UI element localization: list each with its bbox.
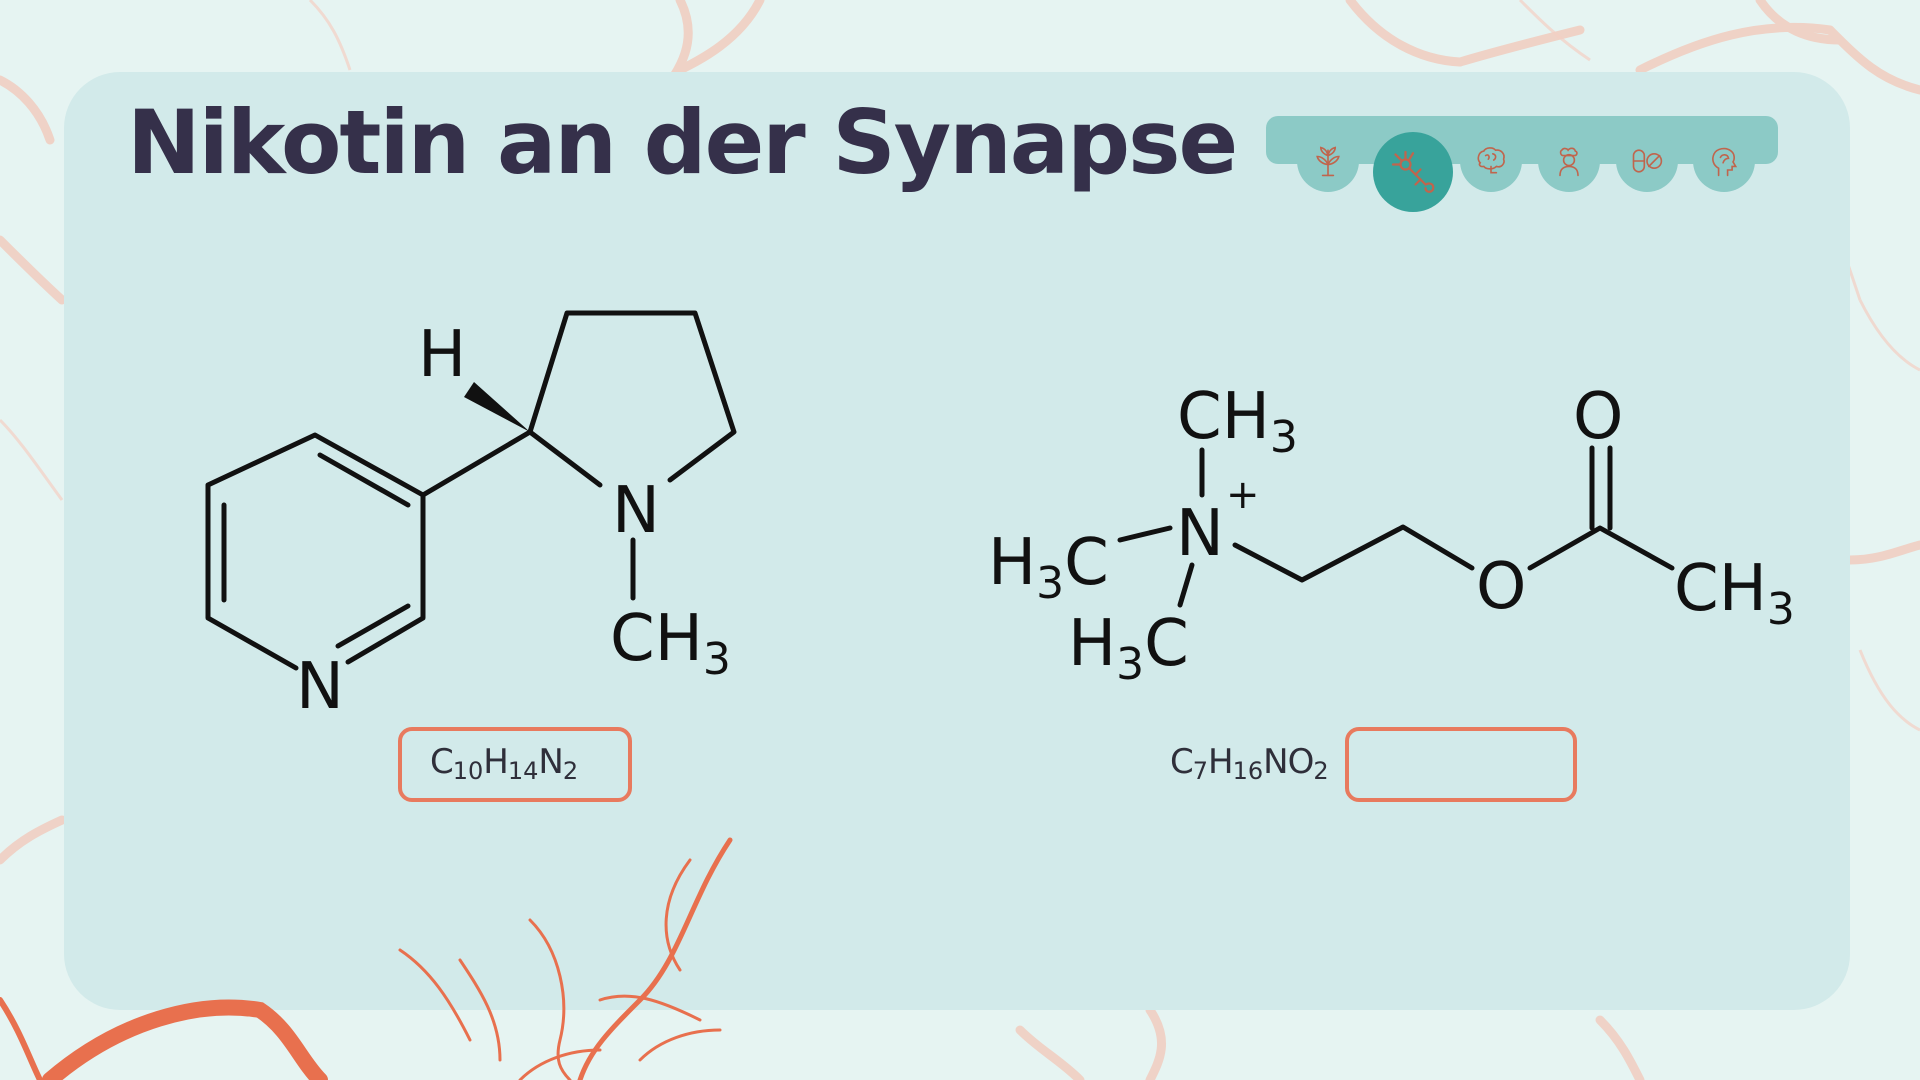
neuron-decoration bbox=[0, 837, 733, 1080]
nav-neuron-button[interactable] bbox=[1373, 132, 1453, 212]
hydrogen-label: H bbox=[418, 318, 466, 392]
nav-plant-button[interactable] bbox=[1297, 130, 1359, 192]
slide-title: Nikotin an der Synapse bbox=[127, 91, 1238, 194]
quaternary-nitrogen-label: N bbox=[1176, 497, 1224, 571]
ester-oxygen-label: O bbox=[1476, 550, 1526, 624]
carbonyl-oxygen-label: O bbox=[1573, 380, 1623, 454]
nicotine-formula-box bbox=[398, 727, 632, 802]
neuron-icon bbox=[1391, 150, 1435, 193]
top-methyl-label: CH3 bbox=[1177, 380, 1298, 463]
nicotine-formula: C10H14N2 bbox=[430, 742, 579, 785]
pyridine-nitrogen-label: N bbox=[296, 650, 344, 724]
nav-pills-button[interactable] bbox=[1616, 130, 1678, 192]
nav-person-button[interactable] bbox=[1538, 130, 1600, 192]
nav-head-button[interactable] bbox=[1693, 130, 1755, 192]
plant-icon bbox=[1316, 146, 1340, 177]
head-profile-icon bbox=[1712, 147, 1738, 177]
wedge-bond bbox=[464, 382, 530, 432]
answer-box[interactable] bbox=[1345, 727, 1577, 802]
methyl-label: CH3 bbox=[610, 602, 731, 685]
acetylcholine-structure: CH3 H3C H3C N + O O CH3 bbox=[988, 380, 1795, 690]
acetylcholine-formula: C7H16NO2 bbox=[1170, 742, 1329, 785]
nav-brain-button[interactable] bbox=[1460, 130, 1522, 192]
positive-charge-label: + bbox=[1226, 472, 1260, 518]
left-methyl-label: H3C bbox=[988, 526, 1109, 609]
pyrrolidine-nitrogen-label: N bbox=[612, 474, 660, 548]
nicotine-structure: H N N CH3 bbox=[205, 310, 737, 724]
acetyl-methyl-label: CH3 bbox=[1674, 552, 1795, 635]
bottom-methyl-label: H3C bbox=[1068, 607, 1189, 690]
person-thinking-icon bbox=[1559, 147, 1579, 177]
content-card bbox=[64, 72, 1850, 1010]
pills-icon bbox=[1632, 149, 1663, 173]
brain-icon bbox=[1477, 147, 1505, 174]
